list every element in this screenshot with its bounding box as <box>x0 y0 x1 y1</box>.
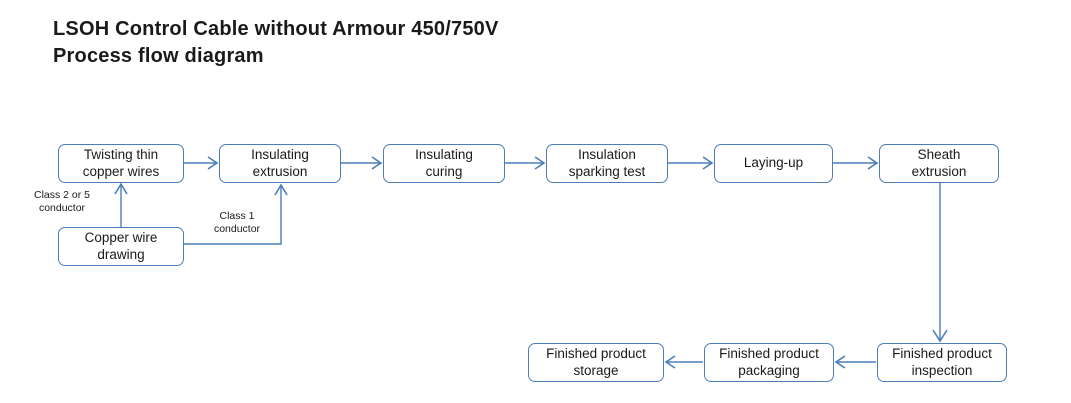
edge-packaging-to-storage <box>664 355 703 369</box>
edge-inspection-to-packaging <box>834 355 876 369</box>
edge-sheath-to-inspection <box>932 183 948 343</box>
node-copper-wire-drawing[interactable]: Copper wire drawing <box>58 227 184 266</box>
edge-sparking-test-to-laying-up <box>668 156 714 170</box>
node-finished-product-storage[interactable]: Finished product storage <box>528 343 664 382</box>
node-twisting-thin-copper-wires[interactable]: Twisting thin copper wires <box>58 144 184 183</box>
node-insulating-extrusion[interactable]: Insulating extrusion <box>219 144 341 183</box>
page-title: LSOH Control Cable without Armour 450/75… <box>53 18 499 67</box>
edge-twisting-to-insulating-extrusion <box>184 156 219 170</box>
edge-label-class-2-or-5-conductor: Class 2 or 5 conductor <box>33 189 91 215</box>
edge-label-class-1-conductor: Class 1 conductor <box>213 210 261 236</box>
node-laying-up[interactable]: Laying-up <box>714 144 833 183</box>
node-sheath-extrusion[interactable]: Sheath extrusion <box>879 144 999 183</box>
edge-insulating-extrusion-to-insulating-curing <box>341 156 383 170</box>
node-insulating-curing[interactable]: Insulating curing <box>383 144 505 183</box>
edge-insulating-curing-to-sparking-test <box>505 156 546 170</box>
edge-laying-up-to-sheath-extrusion <box>833 156 879 170</box>
edge-copper-drawing-to-twisting <box>114 182 128 227</box>
node-finished-product-packaging[interactable]: Finished product packaging <box>704 343 834 382</box>
node-finished-product-inspection[interactable]: Finished product inspection <box>877 343 1007 382</box>
node-insulation-sparking-test[interactable]: Insulation sparking test <box>546 144 668 183</box>
